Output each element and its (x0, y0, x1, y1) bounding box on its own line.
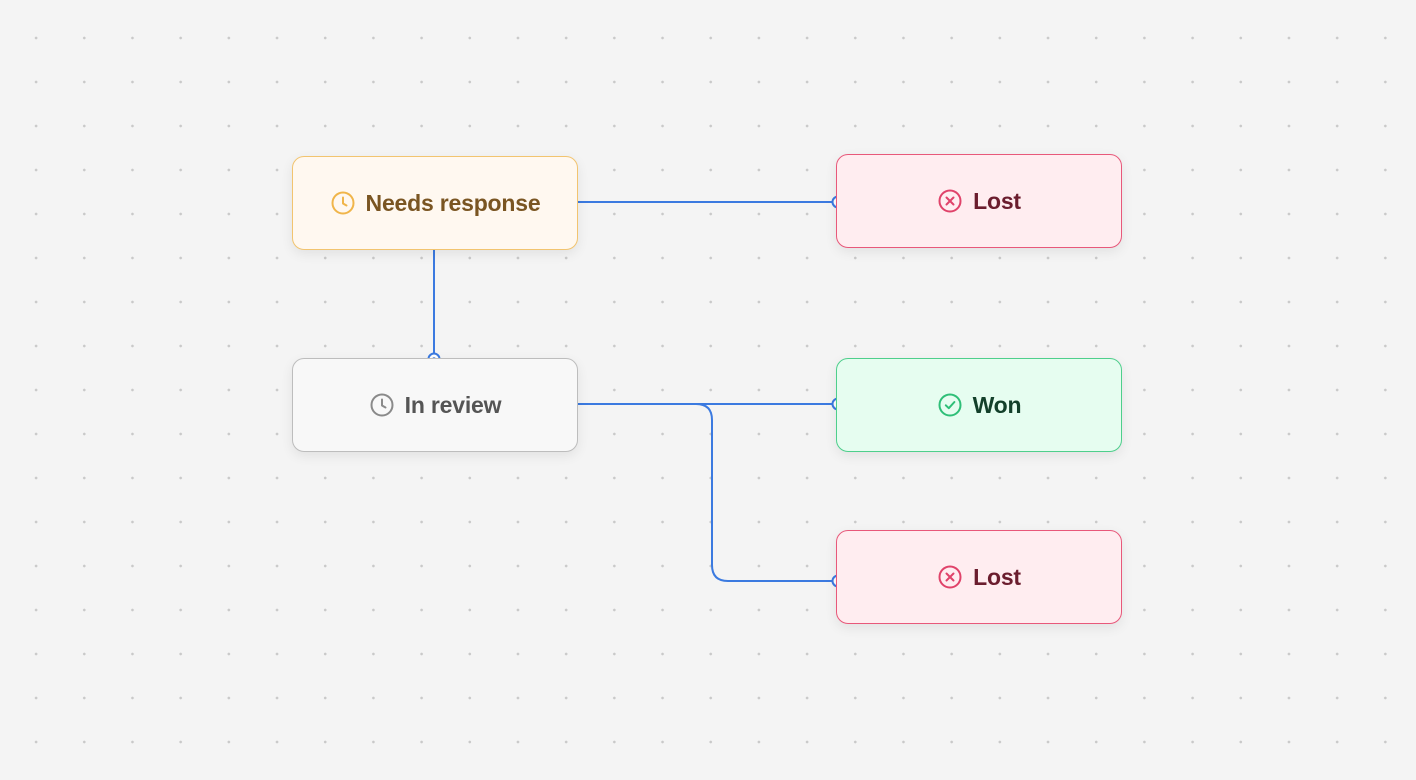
node-label: Lost (973, 187, 1021, 214)
x-circle-icon (937, 564, 963, 590)
node-needs-response[interactable]: Needs response (292, 156, 578, 250)
node-lost[interactable]: Lost (836, 530, 1122, 624)
x-circle-icon (937, 188, 963, 214)
node-lost[interactable]: Lost (836, 154, 1122, 248)
node-label: Needs response (365, 189, 541, 216)
node-label: Won (972, 391, 1022, 418)
node-label: In review (404, 391, 502, 418)
edge-in-review-to-lost[interactable] (578, 403, 838, 582)
node-in-review[interactable]: In review (292, 358, 578, 452)
check-circle-icon (937, 392, 963, 418)
clock-icon (330, 190, 356, 216)
node-won[interactable]: Won (836, 358, 1122, 452)
node-label: Lost (973, 563, 1021, 590)
clock-icon (369, 392, 395, 418)
